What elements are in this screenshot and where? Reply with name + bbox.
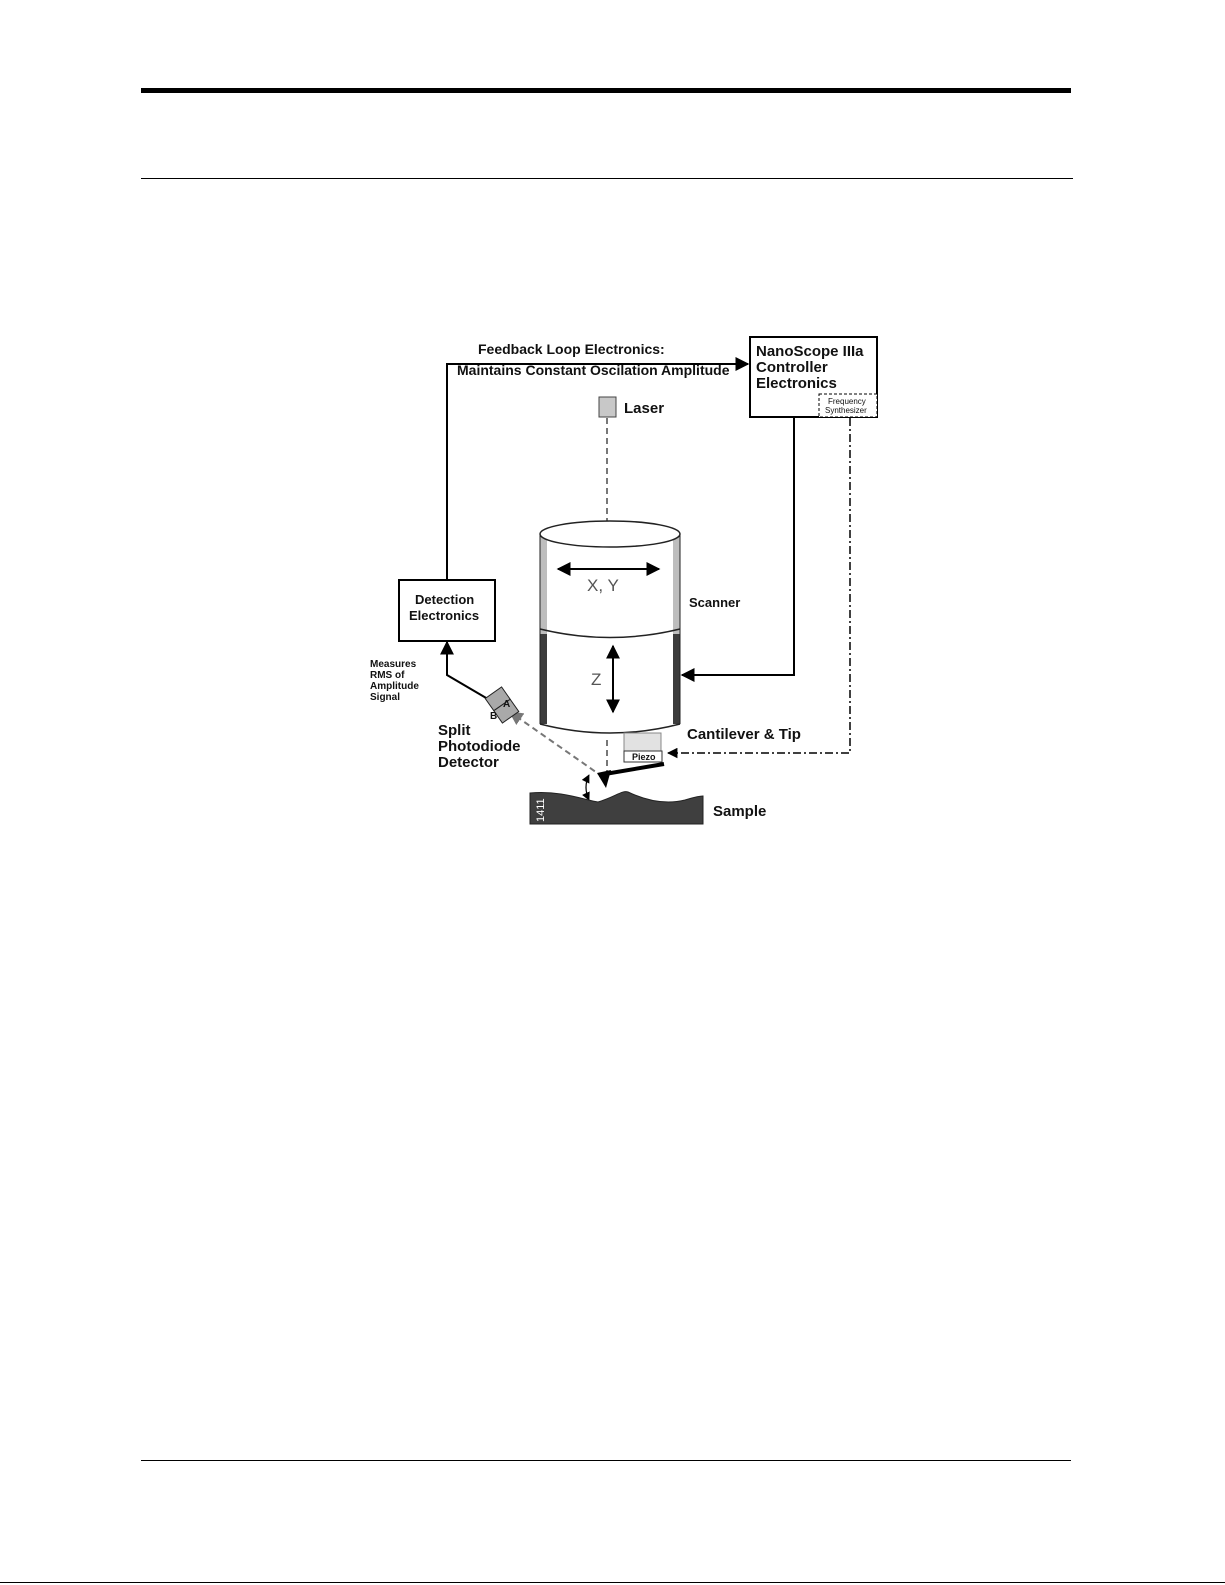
laser-label: Laser [624, 400, 664, 417]
feedback-label-line1: Feedback Loop Electronics: [478, 341, 665, 357]
frequency-label-line1: Frequency [828, 397, 866, 406]
photodiode-b-label: B [490, 711, 497, 722]
cantilever-label: Cantilever & Tip [687, 726, 801, 743]
photodiode-a-label: A [503, 699, 510, 710]
sample-surface [530, 792, 703, 824]
frequency-to-piezo-line [668, 418, 850, 753]
controller-label-line2: Controller [756, 359, 828, 376]
controller-label-line3: Electronics [756, 375, 837, 392]
split-label-line1: Split [438, 722, 471, 739]
measures-label-line4: Signal [370, 692, 400, 703]
oscillation-arrow [586, 775, 589, 800]
cantilever-tip [597, 770, 611, 788]
measures-label-line2: RMS of [370, 670, 405, 681]
xy-label: X, Y [587, 576, 619, 595]
sample-label: Sample [713, 803, 766, 820]
photodiode-to-detection-line [447, 642, 493, 702]
controller-to-z-line [682, 418, 794, 675]
cantilever-holder [624, 733, 661, 751]
z-label: Z [591, 670, 601, 689]
laser-source [599, 397, 616, 417]
split-label-line2: Photodiode [438, 738, 521, 755]
page-bottom-rule [0, 1582, 1225, 1583]
detection-label-line2: Electronics [409, 608, 479, 623]
measures-label-line3: Amplitude [370, 681, 419, 692]
piezo-label: Piezo [632, 752, 656, 762]
feedback-label-line2: Maintains Constant Oscilation Amplitude [457, 362, 730, 378]
split-label-line3: Detector [438, 754, 499, 771]
scanner-tube [540, 521, 680, 733]
frequency-label-line2: Synthesizer [825, 406, 867, 415]
footer-rule [141, 1460, 1071, 1461]
detection-label-line1: Detection [415, 592, 474, 607]
figure-id-label: 1411 [535, 798, 547, 822]
scanner-label: Scanner [689, 595, 740, 610]
measures-label-line1: Measures [370, 659, 417, 670]
controller-label-line1: NanoScope IIIa [756, 343, 864, 360]
